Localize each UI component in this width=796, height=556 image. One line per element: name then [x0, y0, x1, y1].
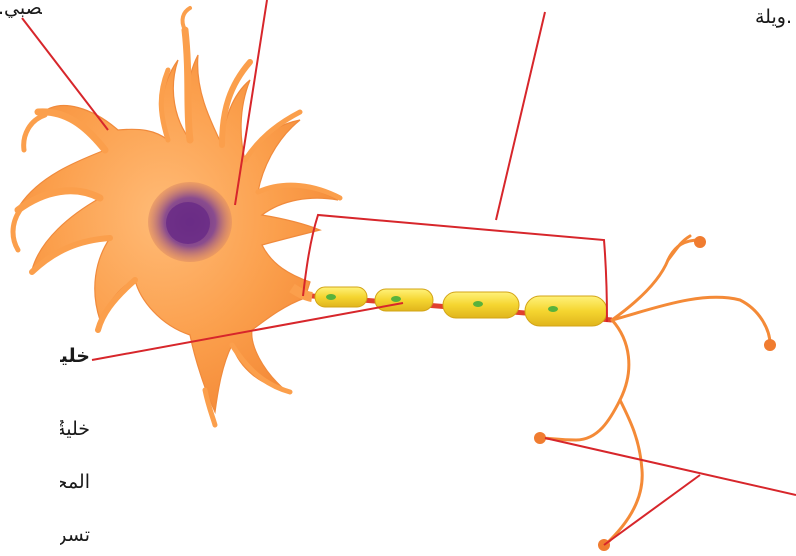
synaptic-terminal: [694, 236, 706, 248]
nucleolus: [166, 202, 210, 244]
synaptic-terminal: [764, 339, 776, 351]
label-schwann-heading: خليةُ ش: [60, 347, 90, 366]
label-body-line-2: المحو: [60, 473, 90, 492]
label-body-line-1: خليةٌ د: [60, 420, 90, 439]
pointer-axon: [496, 12, 545, 220]
myelin-sheath: [315, 287, 607, 326]
pointer-terminal-lower: [604, 475, 700, 545]
myelin-segment: [525, 296, 607, 326]
label-top-left: .لعصبي: [0, 0, 42, 18]
label-body-line-3: تسري: [60, 526, 90, 545]
myelin-segment: [375, 289, 433, 311]
pointer-terminal-upper: [545, 438, 796, 495]
schwann-nucleus: [548, 306, 558, 312]
schwann-nucleus: [391, 296, 401, 302]
myelin-segment: [315, 287, 367, 307]
schwann-nucleus: [326, 294, 336, 300]
synaptic-terminal: [534, 432, 546, 444]
axon-terminals: [540, 236, 770, 545]
axon-hillock: [292, 288, 312, 297]
schwann-nucleus: [473, 301, 483, 307]
label-top-right: ويلة.: [755, 8, 792, 27]
